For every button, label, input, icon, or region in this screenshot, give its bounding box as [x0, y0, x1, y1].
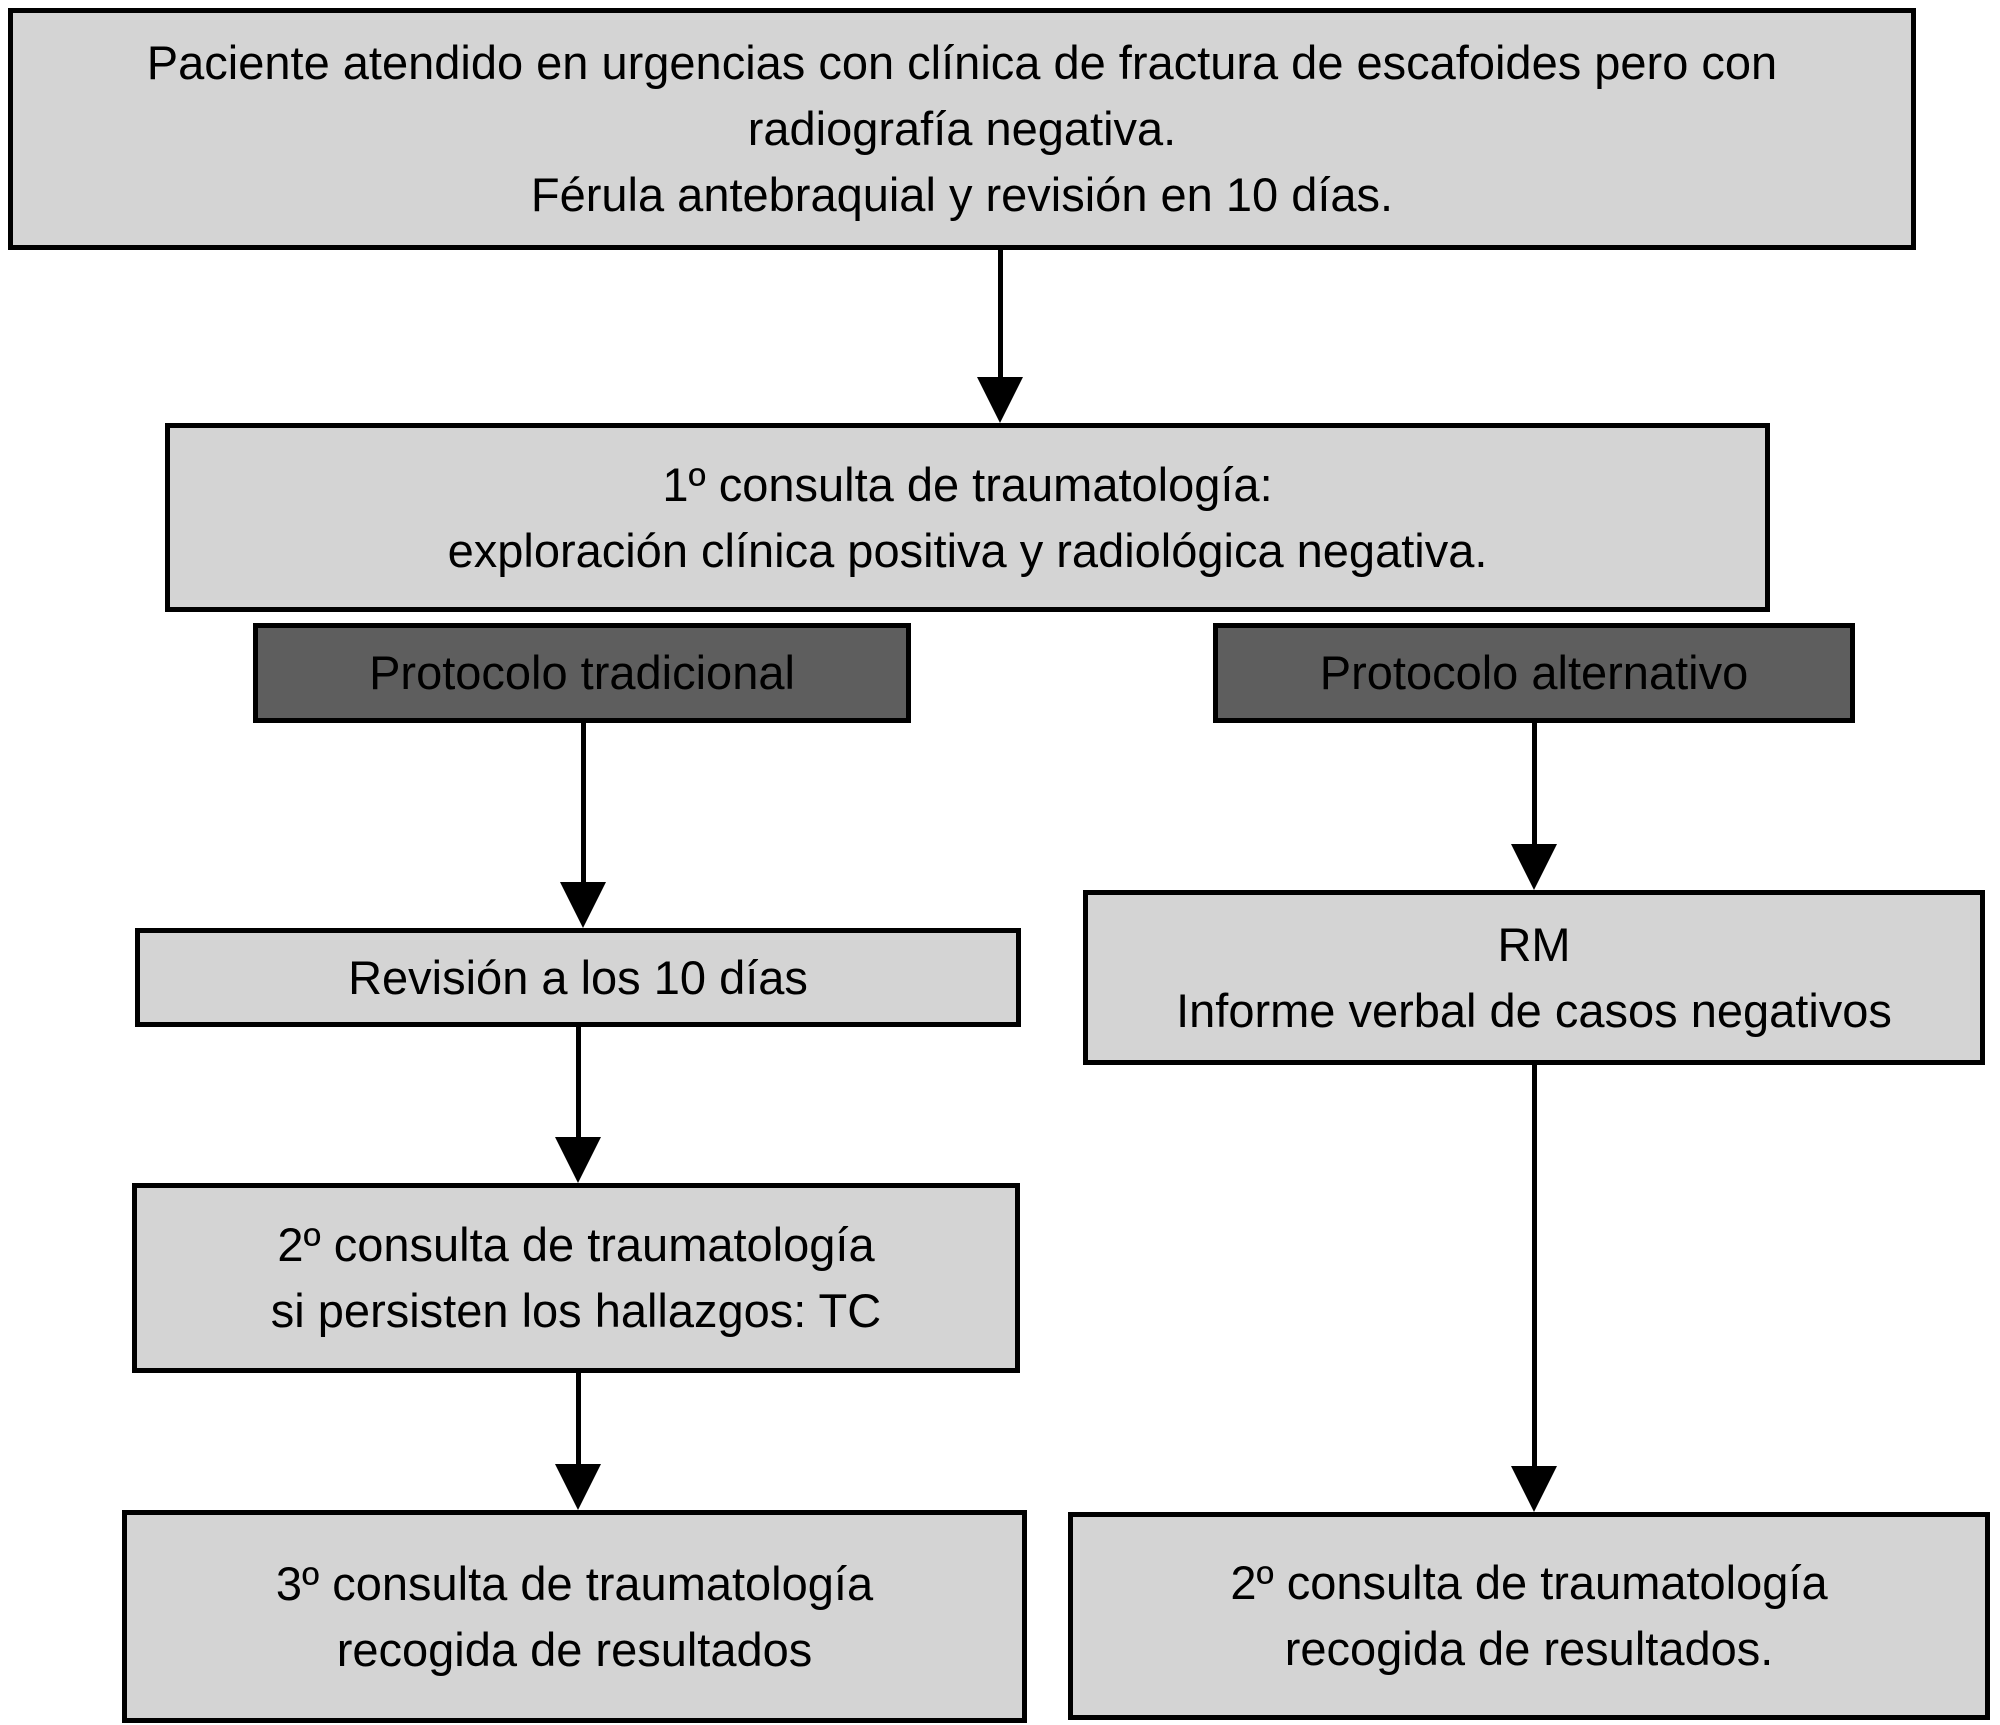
node-protocolo-alternativo: Protocolo alternativo — [1213, 623, 1855, 723]
node-text-line: Revisión a los 10 días — [348, 950, 808, 1004]
node-text-line: si persisten los hallazgos: TC — [270, 1284, 882, 1337]
node-text-line: 2º consulta de traumatología — [1230, 1556, 1828, 1609]
arrowhead-down-icon — [977, 377, 1023, 423]
arrowhead-down-icon — [555, 1137, 601, 1183]
arrow-rm-to-consulta2-final — [1511, 1065, 1557, 1512]
arrow-tradicional-to-revision — [560, 723, 606, 928]
node-revision-10-dias: Revisión a los 10 días — [135, 928, 1021, 1027]
node-consulta1: 1º consulta de traumatología: exploració… — [165, 423, 1770, 612]
node-protocolo-tradicional: Protocolo tradicional — [253, 623, 911, 723]
node-text-line: Protocolo alternativo — [1319, 646, 1749, 699]
node-text-line: Férula antebraquial y revisión en 10 día… — [530, 168, 1394, 221]
arrow-alternativo-to-rm — [1511, 723, 1557, 890]
node-text-line: radiografía negativa. — [747, 102, 1177, 155]
arrow-shaft — [997, 250, 1003, 377]
node-rm: RM Informe verbal de casos negativos — [1083, 890, 1985, 1065]
node-patient-start: Paciente atendido en urgencias con clíni… — [8, 8, 1916, 250]
arrowhead-down-icon — [1511, 1466, 1557, 1512]
arrow-shaft — [575, 1027, 581, 1137]
arrowhead-down-icon — [555, 1464, 601, 1510]
arrowhead-down-icon — [560, 882, 606, 928]
node-consulta2-final-resultados: 2º consulta de traumatología recogida de… — [1068, 1512, 1990, 1720]
node-text-line: 1º consulta de traumatología: — [662, 457, 1273, 511]
arrow-start-to-consulta1 — [977, 250, 1023, 423]
node-text-line: recogida de resultados — [336, 1622, 813, 1676]
node-text-line: recogida de resultados. — [1284, 1622, 1774, 1675]
arrow-revision-to-consulta2 — [555, 1027, 601, 1183]
node-text-line: Paciente atendido en urgencias con clíni… — [146, 36, 1778, 89]
node-text-line: 3º consulta de traumatología — [275, 1556, 874, 1610]
arrowhead-down-icon — [1511, 844, 1557, 890]
arrow-shaft — [1531, 723, 1537, 844]
node-text-line: Informe verbal de casos negativos — [1176, 983, 1892, 1037]
arrow-shaft — [580, 723, 586, 882]
arrow-shaft — [575, 1373, 581, 1464]
node-text-line: 2º consulta de traumatología — [277, 1218, 875, 1271]
node-consulta3-resultados: 3º consulta de traumatología recogida de… — [122, 1510, 1027, 1723]
node-text-line: Protocolo tradicional — [369, 646, 795, 699]
node-text-line: exploración clínica positiva y radiológi… — [447, 523, 1488, 577]
node-text-line: RM — [1497, 917, 1571, 971]
arrow-consulta2-to-consulta3 — [555, 1373, 601, 1510]
node-consulta2-tc: 2º consulta de traumatología si persiste… — [132, 1183, 1020, 1373]
arrow-shaft — [1531, 1065, 1537, 1466]
